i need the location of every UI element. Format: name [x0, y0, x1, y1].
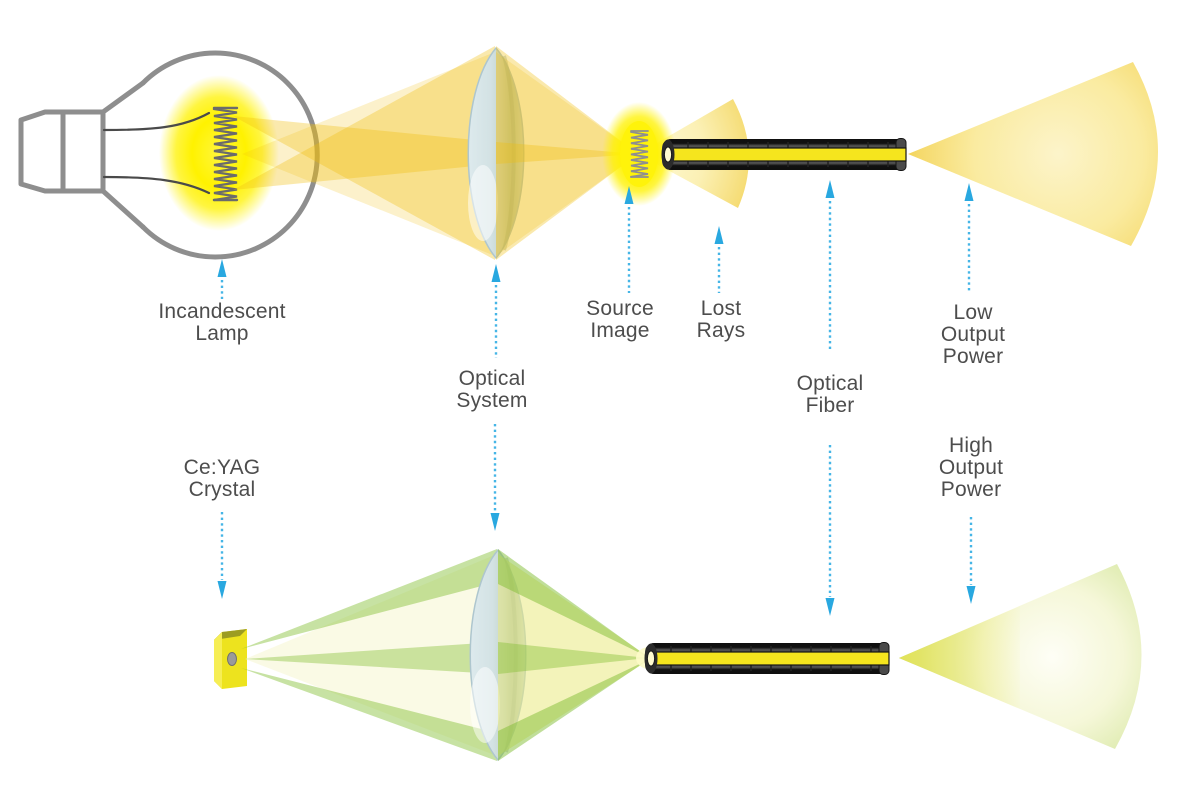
label-line: Lamp — [195, 322, 249, 345]
source-image-filament — [630, 130, 649, 178]
light-beams-post-lens — [496, 46, 638, 260]
filament-coil — [212, 106, 239, 202]
high-output-cone — [899, 564, 1142, 749]
label-line: Low — [953, 301, 993, 324]
low-output-cone — [908, 62, 1159, 246]
lost-rays-arrow — [714, 226, 724, 293]
label-line: High — [949, 434, 993, 457]
optical-lens-top — [467, 46, 525, 260]
label-line: Crystal — [188, 478, 256, 501]
label-line: Output — [938, 456, 1004, 479]
label-line: Power — [942, 345, 1004, 368]
ceyag-crystal-arrow — [217, 512, 227, 599]
incandescent-lamp-illustration — [18, 50, 320, 260]
label-line: Optical — [796, 372, 864, 395]
label-line: Fiber — [805, 394, 855, 417]
label-line: Power — [940, 478, 1002, 501]
label-lost-rays: Lost Rays — [697, 298, 746, 342]
bulb-neck — [100, 80, 146, 230]
label-optical-system: Optical System — [456, 368, 527, 412]
green-beams-post-lens — [498, 549, 662, 761]
label-optical-fiber: Optical Fiber — [797, 373, 864, 417]
label-line: Rays — [696, 319, 746, 342]
green-beams-pre-lens — [241, 549, 497, 761]
optical-fiber-arrow-bottom — [825, 445, 835, 616]
label-source-image: Source Image — [586, 298, 654, 342]
label-line: Ce:YAG — [183, 456, 261, 479]
crystal-emission-spot — [227, 652, 237, 666]
optical-fiber-arrow-top — [825, 180, 835, 351]
source-image-arrow — [624, 186, 634, 293]
bulb-barrel — [60, 109, 106, 194]
source-image-glow — [602, 102, 676, 206]
label-ceyag-crystal: Ce:YAG Crystal — [184, 457, 261, 501]
label-low-output-power: Low Output Power — [941, 302, 1005, 368]
light-beams-pre-lens — [233, 46, 495, 260]
label-line: Image — [590, 319, 650, 342]
filament-lead-wires — [102, 111, 211, 195]
optical-system-arrow-bottom — [490, 424, 500, 531]
ceyag-crystal-illustration — [214, 629, 247, 689]
optical-system-arrow-top — [491, 264, 501, 358]
bulb-globe — [140, 50, 320, 260]
lamp-glow — [159, 75, 279, 231]
high-output-power-arrow — [966, 517, 976, 604]
incandescent-lamp-arrow — [217, 259, 227, 299]
label-high-output-power: High Output Power — [939, 435, 1003, 501]
label-line: Lost — [700, 297, 742, 320]
optical-fiber-bottom — [643, 641, 890, 676]
label-line: Output — [940, 323, 1006, 346]
label-line: System — [456, 389, 528, 412]
optical-fiber-top — [660, 137, 907, 172]
label-incandescent-lamp: Incandescent Lamp — [158, 301, 285, 345]
label-line: Source — [586, 297, 654, 320]
label-line: Incandescent — [158, 300, 286, 323]
low-output-power-arrow — [964, 183, 974, 292]
label-line: Optical — [458, 367, 526, 390]
bulb-cap — [18, 109, 66, 194]
